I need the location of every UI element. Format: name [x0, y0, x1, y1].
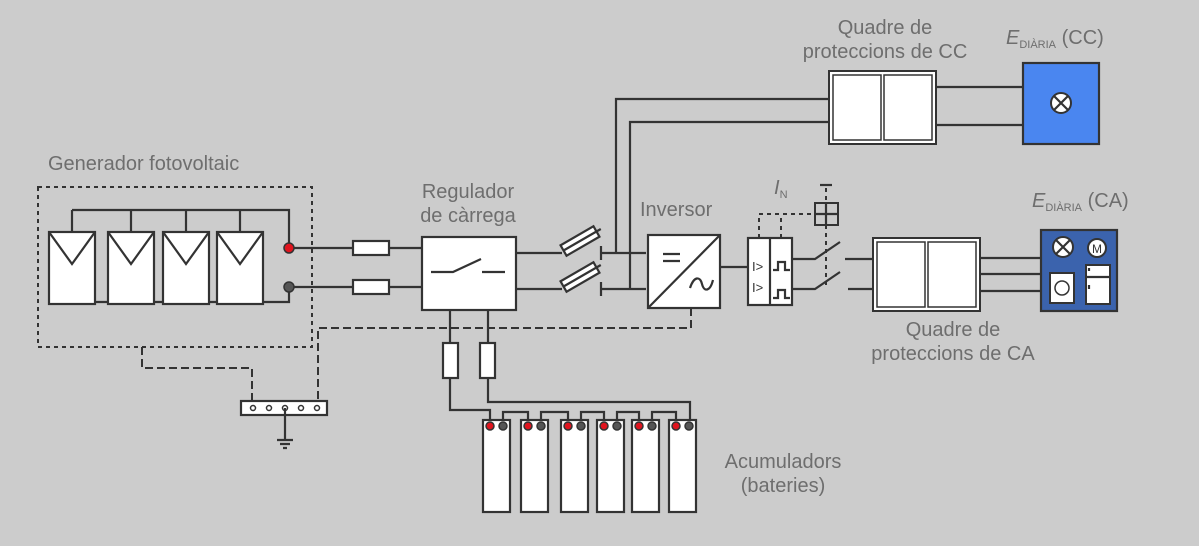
- inverter: [646, 233, 722, 310]
- nominal-current-label: IN: [774, 176, 788, 207]
- regulator-label-line2: de càrrega: [420, 205, 516, 227]
- ground-terminal: [249, 404, 257, 412]
- pv-module-icon: [161, 210, 211, 306]
- batteries-label-line2: (bateries): [740, 475, 826, 497]
- positive-terminal-icon: [283, 242, 295, 254]
- battery-icon: [630, 410, 678, 514]
- fuse-icon: [351, 239, 391, 257]
- dc-symbol-icon: [663, 252, 680, 263]
- dc-panel-label-line2: proteccions de CC: [802, 41, 968, 63]
- ground-dashed-inverter: [317, 308, 692, 406]
- ac-panel-label-line2: proteccions de CA: [871, 343, 1035, 365]
- battery-link: [501, 410, 530, 420]
- batteries-label-line1: Acumuladors: [724, 451, 842, 473]
- energy-subscript: DIÀRIA: [1045, 202, 1083, 214]
- ac-protection-panel: [872, 237, 981, 312]
- daily-energy-ac-label: EDIÀRIA (CA): [1032, 189, 1129, 220]
- dc-panel-label: Quadre de proteccions de CC: [790, 16, 980, 64]
- charge-regulator: [420, 235, 518, 312]
- fuse-switch-icon: [559, 260, 602, 294]
- pv-generator: [37, 186, 313, 348]
- motor-symbol: M: [1092, 242, 1102, 256]
- inverter-label: Inversor: [640, 199, 713, 221]
- pv-module-icon: [106, 210, 156, 306]
- generator-label: Generador fotovoltaic: [48, 153, 240, 175]
- ground-terminal: [297, 404, 305, 412]
- battery-link: [579, 410, 606, 420]
- energy-type: (CC): [1061, 27, 1104, 49]
- battery-icon: [519, 410, 570, 514]
- energy-symbol: E: [1032, 190, 1046, 212]
- switch-icon: [792, 241, 841, 261]
- ac-load: M: [1039, 228, 1119, 313]
- ground-terminal: [313, 404, 321, 412]
- ground-dashed-generator: [141, 347, 253, 401]
- dc-panel-label-line1: Quadre de: [837, 17, 933, 39]
- switch-icon: [792, 271, 841, 291]
- regulator-label: Regulador de càrrega: [412, 180, 524, 228]
- pv-module-icon: [47, 210, 97, 306]
- overcurrent-symbol: I>: [752, 280, 763, 295]
- battery-link: [615, 410, 641, 420]
- positive-terminal-icon: [671, 421, 681, 431]
- washing-machine-icon: [1049, 272, 1075, 304]
- dc-load: [1021, 61, 1101, 146]
- switch-icon: [431, 258, 482, 274]
- negative-terminal-icon: [536, 421, 546, 431]
- regulator-label-line1: Regulador: [421, 181, 515, 203]
- ac-symbol-icon: [688, 277, 715, 291]
- battery-icon: [667, 418, 698, 514]
- positive-terminal-icon: [485, 421, 495, 431]
- negative-terminal-icon: [283, 281, 295, 293]
- dc-protection-panel: [828, 70, 937, 145]
- residual-current-device: I> I>: [746, 236, 794, 307]
- fridge-icon: [1085, 264, 1111, 305]
- negative-terminal-icon: [612, 421, 622, 431]
- daily-energy-dc-label: EDIÀRIA (CC): [1006, 26, 1104, 57]
- battery-icon: [595, 410, 641, 514]
- pv-module-icon: [215, 210, 265, 306]
- positive-terminal-icon: [634, 421, 644, 431]
- battery-icon: [559, 410, 606, 514]
- current-subscript: N: [779, 189, 788, 201]
- energy-symbol: E: [1006, 27, 1020, 49]
- positive-terminal-icon: [563, 421, 573, 431]
- negative-terminal-icon: [576, 421, 586, 431]
- battery-link: [650, 410, 678, 420]
- battery-link: [539, 410, 570, 420]
- pulse-icon: [773, 260, 790, 272]
- positive-terminal-icon: [523, 421, 533, 431]
- ground-icon: [277, 408, 293, 450]
- negative-terminal-icon: [684, 421, 694, 431]
- energy-type: (CA): [1087, 190, 1129, 212]
- overcurrent-symbol: I>: [752, 259, 763, 274]
- fuse-icon: [441, 341, 460, 380]
- ac-panel-label-line1: Quadre de: [905, 319, 1001, 341]
- wire-dc-panel-2: [628, 120, 831, 289]
- wire-dc-panel-1: [614, 97, 831, 253]
- fuse-icon: [351, 278, 391, 296]
- negative-terminal-icon: [498, 421, 508, 431]
- current-symbol: I: [774, 177, 780, 199]
- pulse-icon: [773, 288, 790, 300]
- batteries-label: Acumuladors (bateries): [718, 450, 848, 498]
- pv-top-bus: [72, 208, 291, 246]
- positive-terminal-icon: [599, 421, 609, 431]
- wire-battery-negative: [486, 310, 692, 420]
- negative-terminal-icon: [647, 421, 657, 431]
- ac-panel-label: Quadre de proteccions de CA: [858, 318, 1048, 366]
- fuse-icon: [478, 341, 497, 380]
- ground-terminal: [265, 404, 273, 412]
- motor-icon: [1087, 238, 1107, 258]
- battery-icon: [481, 410, 530, 514]
- energy-subscript: DIÀRIA: [1019, 39, 1057, 51]
- fuse-switch-icon: [559, 224, 602, 258]
- generator-boundary: [37, 186, 313, 348]
